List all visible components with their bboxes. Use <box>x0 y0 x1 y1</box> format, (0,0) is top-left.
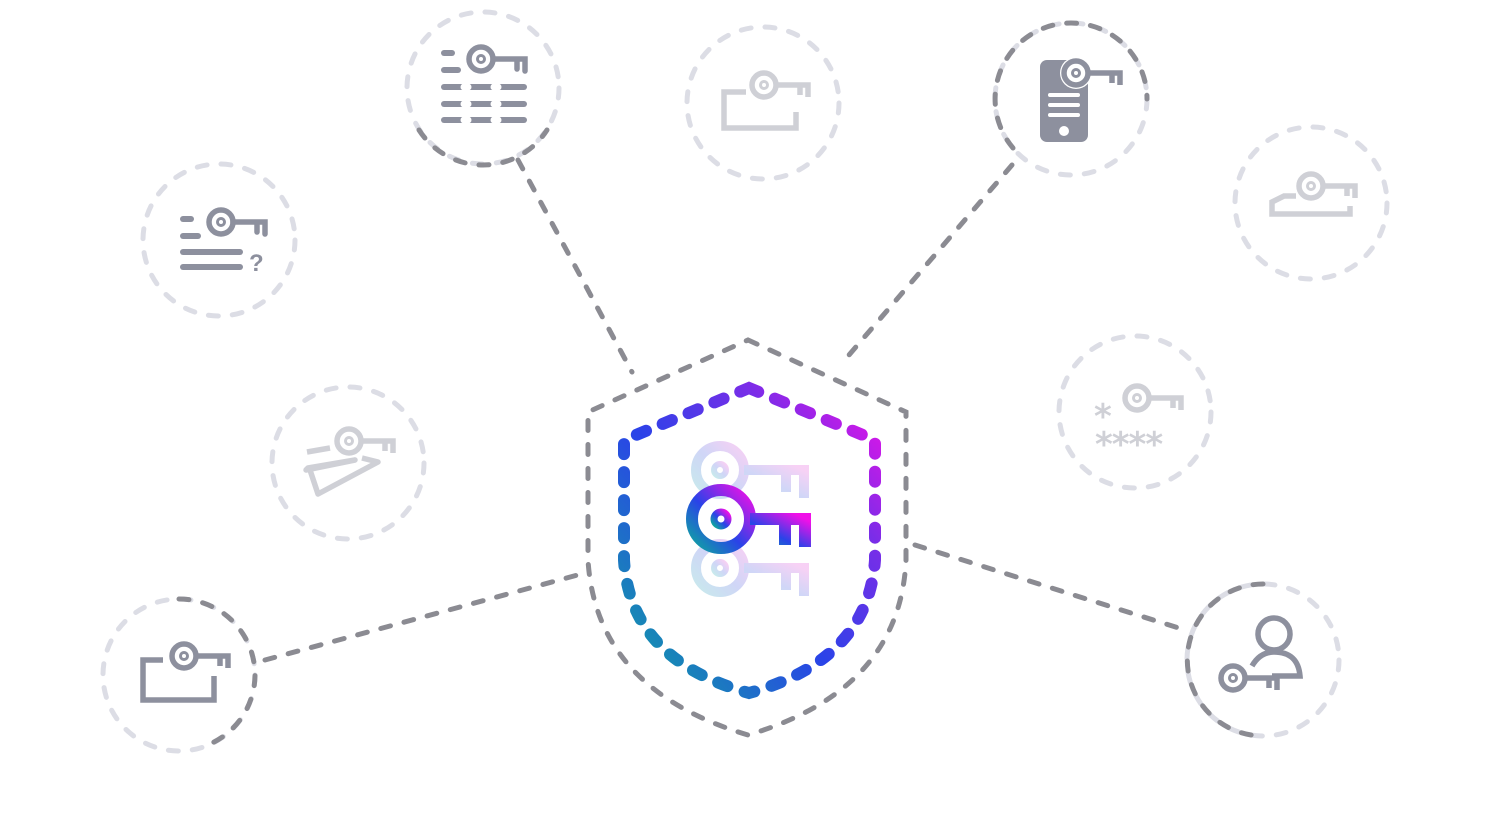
connector-lines <box>262 157 1188 663</box>
node-ring-arc <box>1184 581 1266 739</box>
connector-mobile-key <box>840 162 1015 365</box>
node-ring-arc <box>416 127 550 168</box>
connector-key-list <box>515 157 635 375</box>
node-ring <box>140 161 298 319</box>
node-key-hand[interactable] <box>1232 124 1390 282</box>
node-key-cards[interactable] <box>269 384 427 542</box>
node-ring-arc <box>176 596 258 749</box>
key-list-icon <box>441 47 525 124</box>
node-key-list[interactable] <box>404 9 562 168</box>
shield-outer-outline <box>585 337 909 738</box>
user-key-icon <box>1221 615 1303 690</box>
password-asterisk-top: * <box>1094 397 1112 437</box>
node-user-key[interactable] <box>1184 581 1342 739</box>
node-key-folder-top[interactable] <box>684 24 842 182</box>
forgot-password-key-icon <box>180 210 265 270</box>
key-folder-icon <box>721 73 808 131</box>
shield-inner-outline <box>618 381 881 700</box>
central-shield <box>585 337 909 738</box>
node-ring-arc <box>992 20 1150 151</box>
password-asterisks-row: **** <box>1095 425 1163 465</box>
question-mark: ? <box>249 250 264 277</box>
key-hand-icon <box>1269 174 1355 217</box>
node-ring <box>1232 124 1390 282</box>
key-folder-icon <box>140 644 228 703</box>
node-password-key[interactable]: * **** <box>1056 333 1214 491</box>
node-key-folder-bottom[interactable] <box>100 596 258 754</box>
shield-key-icon <box>686 484 811 554</box>
node-ring <box>684 24 842 182</box>
connector-key-folder <box>262 570 588 663</box>
mobile-key-icon <box>1040 57 1120 142</box>
connector-user-key <box>912 542 1188 633</box>
key-cards-icon <box>303 429 393 497</box>
node-mobile-key[interactable] <box>992 20 1150 178</box>
node-forgot-key[interactable]: ? <box>140 161 298 319</box>
